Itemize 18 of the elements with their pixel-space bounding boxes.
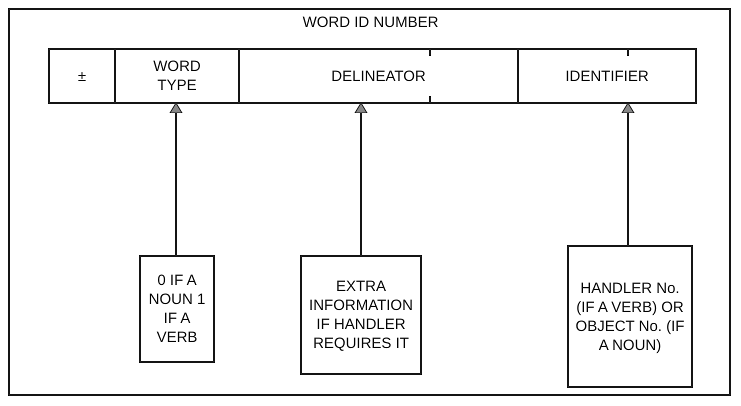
arrow — [622, 102, 634, 245]
arrow — [170, 102, 182, 255]
title: WORD ID NUMBER — [302, 14, 440, 31]
note-box — [139, 255, 215, 363]
node-text: 0 IF A NOUN 1 IF A VERB — [148, 271, 206, 347]
arrow — [354, 102, 368, 255]
node-text: EXTRA INFORMATION IF HANDLER REQUIRES IT — [308, 277, 414, 353]
node-text: IDENTIFIER — [565, 66, 649, 86]
field-cell — [517, 48, 697, 104]
node-text: ± — [78, 66, 86, 86]
note-box — [567, 245, 693, 388]
node-text: DELINEATOR — [331, 66, 426, 86]
note-box — [300, 255, 422, 375]
field-cell — [114, 48, 238, 104]
field-cell — [238, 48, 517, 104]
node-text: HANDLER No. (IF A VERB) OR OBJECT No. (IF A NOUN) — [574, 278, 686, 354]
node-text: WORD TYPE — [152, 57, 202, 95]
field-cell — [48, 48, 114, 104]
